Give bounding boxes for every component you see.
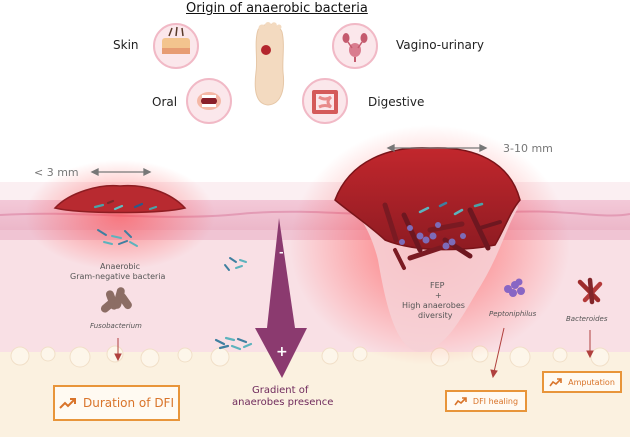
peptoniphilus-arrow xyxy=(490,327,505,379)
duration-of-dfi-box: Duration of DFI xyxy=(53,385,180,421)
right-wound-cocci xyxy=(399,222,466,250)
gram-negative-label: Gram-negative bacteria xyxy=(70,272,166,281)
source-label-skin: Skin xyxy=(113,38,139,52)
amputation-box: Amputation xyxy=(542,371,622,393)
trend-up-icon xyxy=(549,377,562,386)
scattered-bacteria-icon xyxy=(224,257,247,271)
left-size-label: < 3 mm xyxy=(34,166,79,179)
gradient-label-line1: Gradient of xyxy=(252,385,309,396)
diagram-title: Origin of anaerobic bacteria xyxy=(186,1,368,16)
dfi-healing-label: DFI healing xyxy=(472,396,519,406)
right-wound xyxy=(334,147,521,251)
trend-up-icon xyxy=(59,398,76,409)
skin-source-icon xyxy=(153,23,199,69)
trend-up-icon xyxy=(454,396,467,405)
bacteroides-icon xyxy=(577,277,603,305)
left-wound-bacteria xyxy=(93,199,158,211)
right-size-arrow xyxy=(386,143,488,153)
source-label-oral: Oral xyxy=(152,95,178,109)
fep-label: FEP xyxy=(430,281,445,290)
left-size-arrow xyxy=(90,167,152,177)
high-anaerobes-label: High anaerobes xyxy=(402,301,465,310)
gradient-arrow xyxy=(255,218,307,378)
left-gram-negative-bacteria xyxy=(97,229,138,247)
diversity-label: diversity xyxy=(418,311,453,320)
right-wound-biofilm xyxy=(382,201,502,270)
source-label-digestive: Digestive xyxy=(368,95,425,109)
foot-icon xyxy=(254,22,285,106)
gradient-plus: + xyxy=(276,344,288,360)
peptoniphilus-label: Peptoniphilus xyxy=(489,310,537,318)
bacteroides-label: Bacteroides xyxy=(566,315,608,323)
fusobacterium-label: Fusobacterium xyxy=(90,322,142,330)
right-size-label: 3-10 mm xyxy=(503,142,553,155)
fat-layer-bacteria-icon xyxy=(214,336,253,351)
vagino-urinary-source-icon xyxy=(332,23,378,69)
gradient-label-line2: anaerobes presence xyxy=(232,397,334,408)
left-inflammation-glow xyxy=(25,160,215,270)
dfi-healing-box: DFI healing xyxy=(445,390,527,412)
gradient-minus: - xyxy=(279,246,284,259)
left-wound xyxy=(53,184,187,214)
bacteroides-arrow xyxy=(586,330,594,359)
amputation-label: Amputation xyxy=(568,377,615,387)
oral-source-icon xyxy=(186,78,232,124)
peptoniphilus-icon xyxy=(504,278,525,297)
source-label-vagino-urinary: Vagino-urinary xyxy=(396,38,484,52)
fep-plus-label: + xyxy=(435,291,442,300)
fusobacterium-icon xyxy=(100,287,132,313)
duration-of-dfi-label: Duration of DFI xyxy=(83,396,174,410)
anaerobic-label: Anaerobic xyxy=(100,262,141,271)
digestive-source-icon xyxy=(302,78,348,124)
fusobacterium-arrow xyxy=(114,338,122,362)
